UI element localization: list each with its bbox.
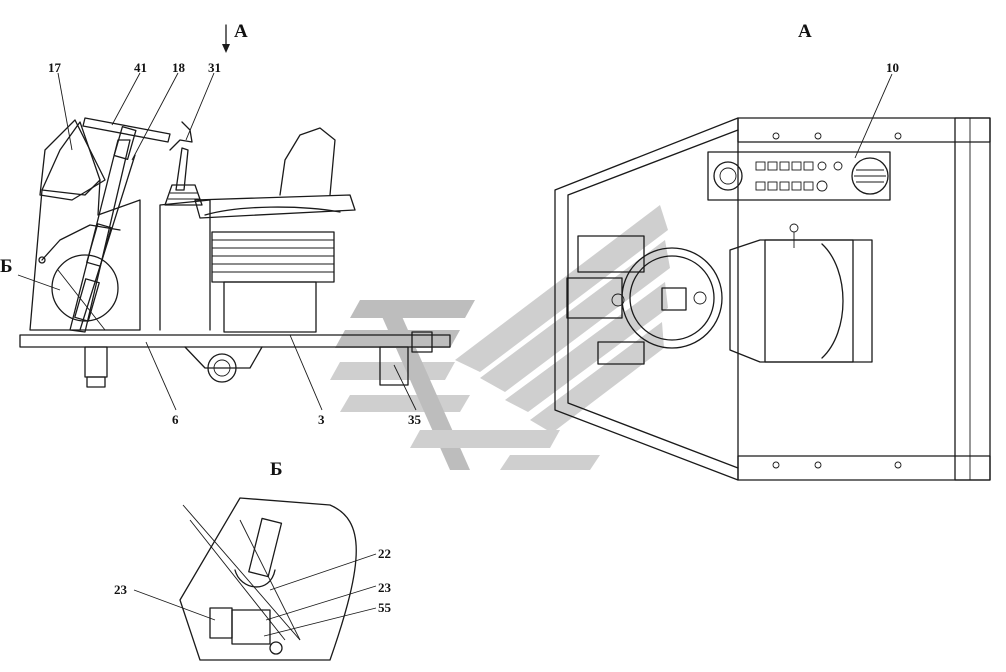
detail-boundary	[179, 497, 357, 661]
label-6: 6	[172, 412, 179, 427]
watermark-logo	[330, 205, 670, 470]
fan-vent	[851, 157, 889, 195]
label-10: 10	[886, 60, 899, 75]
detail-view-b	[133, 497, 377, 661]
top-view	[554, 73, 991, 481]
seat-pedestal-3	[223, 281, 317, 333]
joystick-lever	[175, 147, 189, 191]
detail-b-letter: Б	[0, 256, 13, 277]
platform-frame	[19, 334, 451, 348]
block-35	[379, 346, 409, 386]
detail-b-title: Б	[270, 459, 283, 480]
label-41: 41	[134, 60, 147, 75]
view-a-letter: А	[234, 21, 248, 42]
steering-wheel-top	[621, 247, 723, 349]
steering-column	[69, 139, 131, 333]
dashboard-part-17	[39, 119, 106, 201]
steering-wheel	[82, 117, 171, 143]
seat-bellows	[211, 231, 335, 283]
top-view-title: А	[798, 21, 812, 42]
control-box	[159, 199, 211, 331]
label-23-right: 23	[378, 580, 392, 595]
drive-motor	[84, 346, 108, 378]
seat-base	[194, 194, 356, 219]
label-55: 55	[378, 600, 392, 615]
label-31: 31	[208, 60, 221, 75]
label-23-left: 23	[114, 582, 128, 597]
panel-buttons	[755, 161, 843, 192]
detail-circle-b	[51, 254, 119, 322]
label-35: 35	[408, 412, 422, 427]
seat-top	[729, 239, 873, 363]
label-3: 3	[318, 412, 325, 427]
control-panel-10	[707, 151, 891, 201]
side-view	[17, 24, 451, 411]
label-22: 22	[378, 546, 391, 561]
label-18: 18	[172, 60, 186, 75]
roller-wheel	[207, 353, 237, 383]
bolt-holes	[772, 132, 902, 469]
front-console	[29, 121, 141, 331]
label-17: 17	[48, 60, 62, 75]
seat-back	[279, 127, 336, 196]
joystick-boot	[164, 184, 203, 206]
